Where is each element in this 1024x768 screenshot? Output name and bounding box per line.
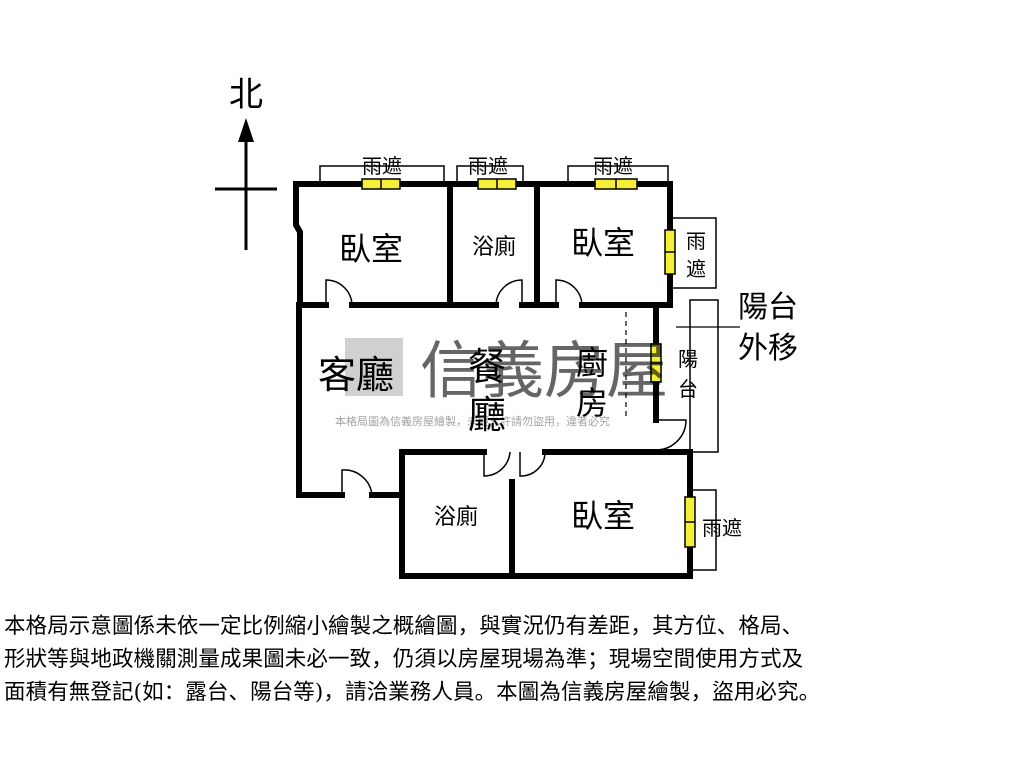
doors	[325, 279, 687, 496]
disclaimer: 本格局示意圖係未依一定比例縮小繪製之概繪圖，與實況仍有差距，其方位、格局、 形狀…	[4, 610, 1020, 709]
disclaimer-line-2: 形狀等與地政機關測量成果圖未必一致，仍須以房屋現場為準；現場空間使用方式及	[4, 647, 804, 672]
room-bedroom-nw: 臥室	[339, 230, 403, 268]
disclaimer-line-1: 本格局示意圖係未依一定比例縮小繪製之概繪圖，與實況仍有差距，其方位、格局、	[4, 614, 804, 639]
canopy-label-e2: 遮	[686, 257, 706, 281]
floor-plan: 北	[215, 75, 798, 579]
room-balcony-1: 陽	[678, 347, 698, 371]
watermark: 信義房屋 本格局圖為信義房屋繪製，未經允許請勿盜用，違者必究	[335, 334, 668, 428]
annotation-line1: 陽台	[738, 290, 798, 325]
north-arrow	[215, 118, 277, 250]
room-bath-s: 浴廁	[434, 505, 478, 530]
canopy-label-e1: 雨	[686, 229, 706, 253]
annotation-line2: 外移	[738, 331, 798, 366]
room-balcony-2: 台	[678, 377, 698, 401]
room-bedroom-ne: 臥室	[571, 224, 635, 262]
room-dining-1: 餐	[468, 345, 506, 389]
windows	[361, 178, 696, 548]
room-bedroom-s: 臥室	[571, 497, 635, 535]
watermark-logo-icon	[345, 338, 403, 396]
canopy-label-n1: 雨遮	[362, 154, 402, 178]
north-label: 北	[229, 75, 263, 115]
watermark-logo-text: 信義房屋	[420, 334, 668, 407]
disclaimer-line-3: 面積有無登記(如：露台、陽台等)，請洽業務人員。本圖為信義房屋繪製，盜用必究。	[4, 680, 821, 705]
room-dining-2: 廳	[468, 393, 506, 437]
canopy-label-n2: 雨遮	[468, 154, 508, 178]
room-kitchen-1: 廚	[576, 344, 608, 382]
watermark-notice: 本格局圖為信義房屋繪製，未經允許請勿盜用，違者必究	[335, 414, 610, 428]
room-bath-n: 浴廁	[472, 235, 516, 260]
room-living: 客廳	[318, 353, 394, 397]
canopy-label-se: 雨遮	[702, 516, 742, 540]
room-kitchen-2: 房	[576, 384, 608, 422]
canopy-label-n3: 雨遮	[593, 154, 633, 178]
